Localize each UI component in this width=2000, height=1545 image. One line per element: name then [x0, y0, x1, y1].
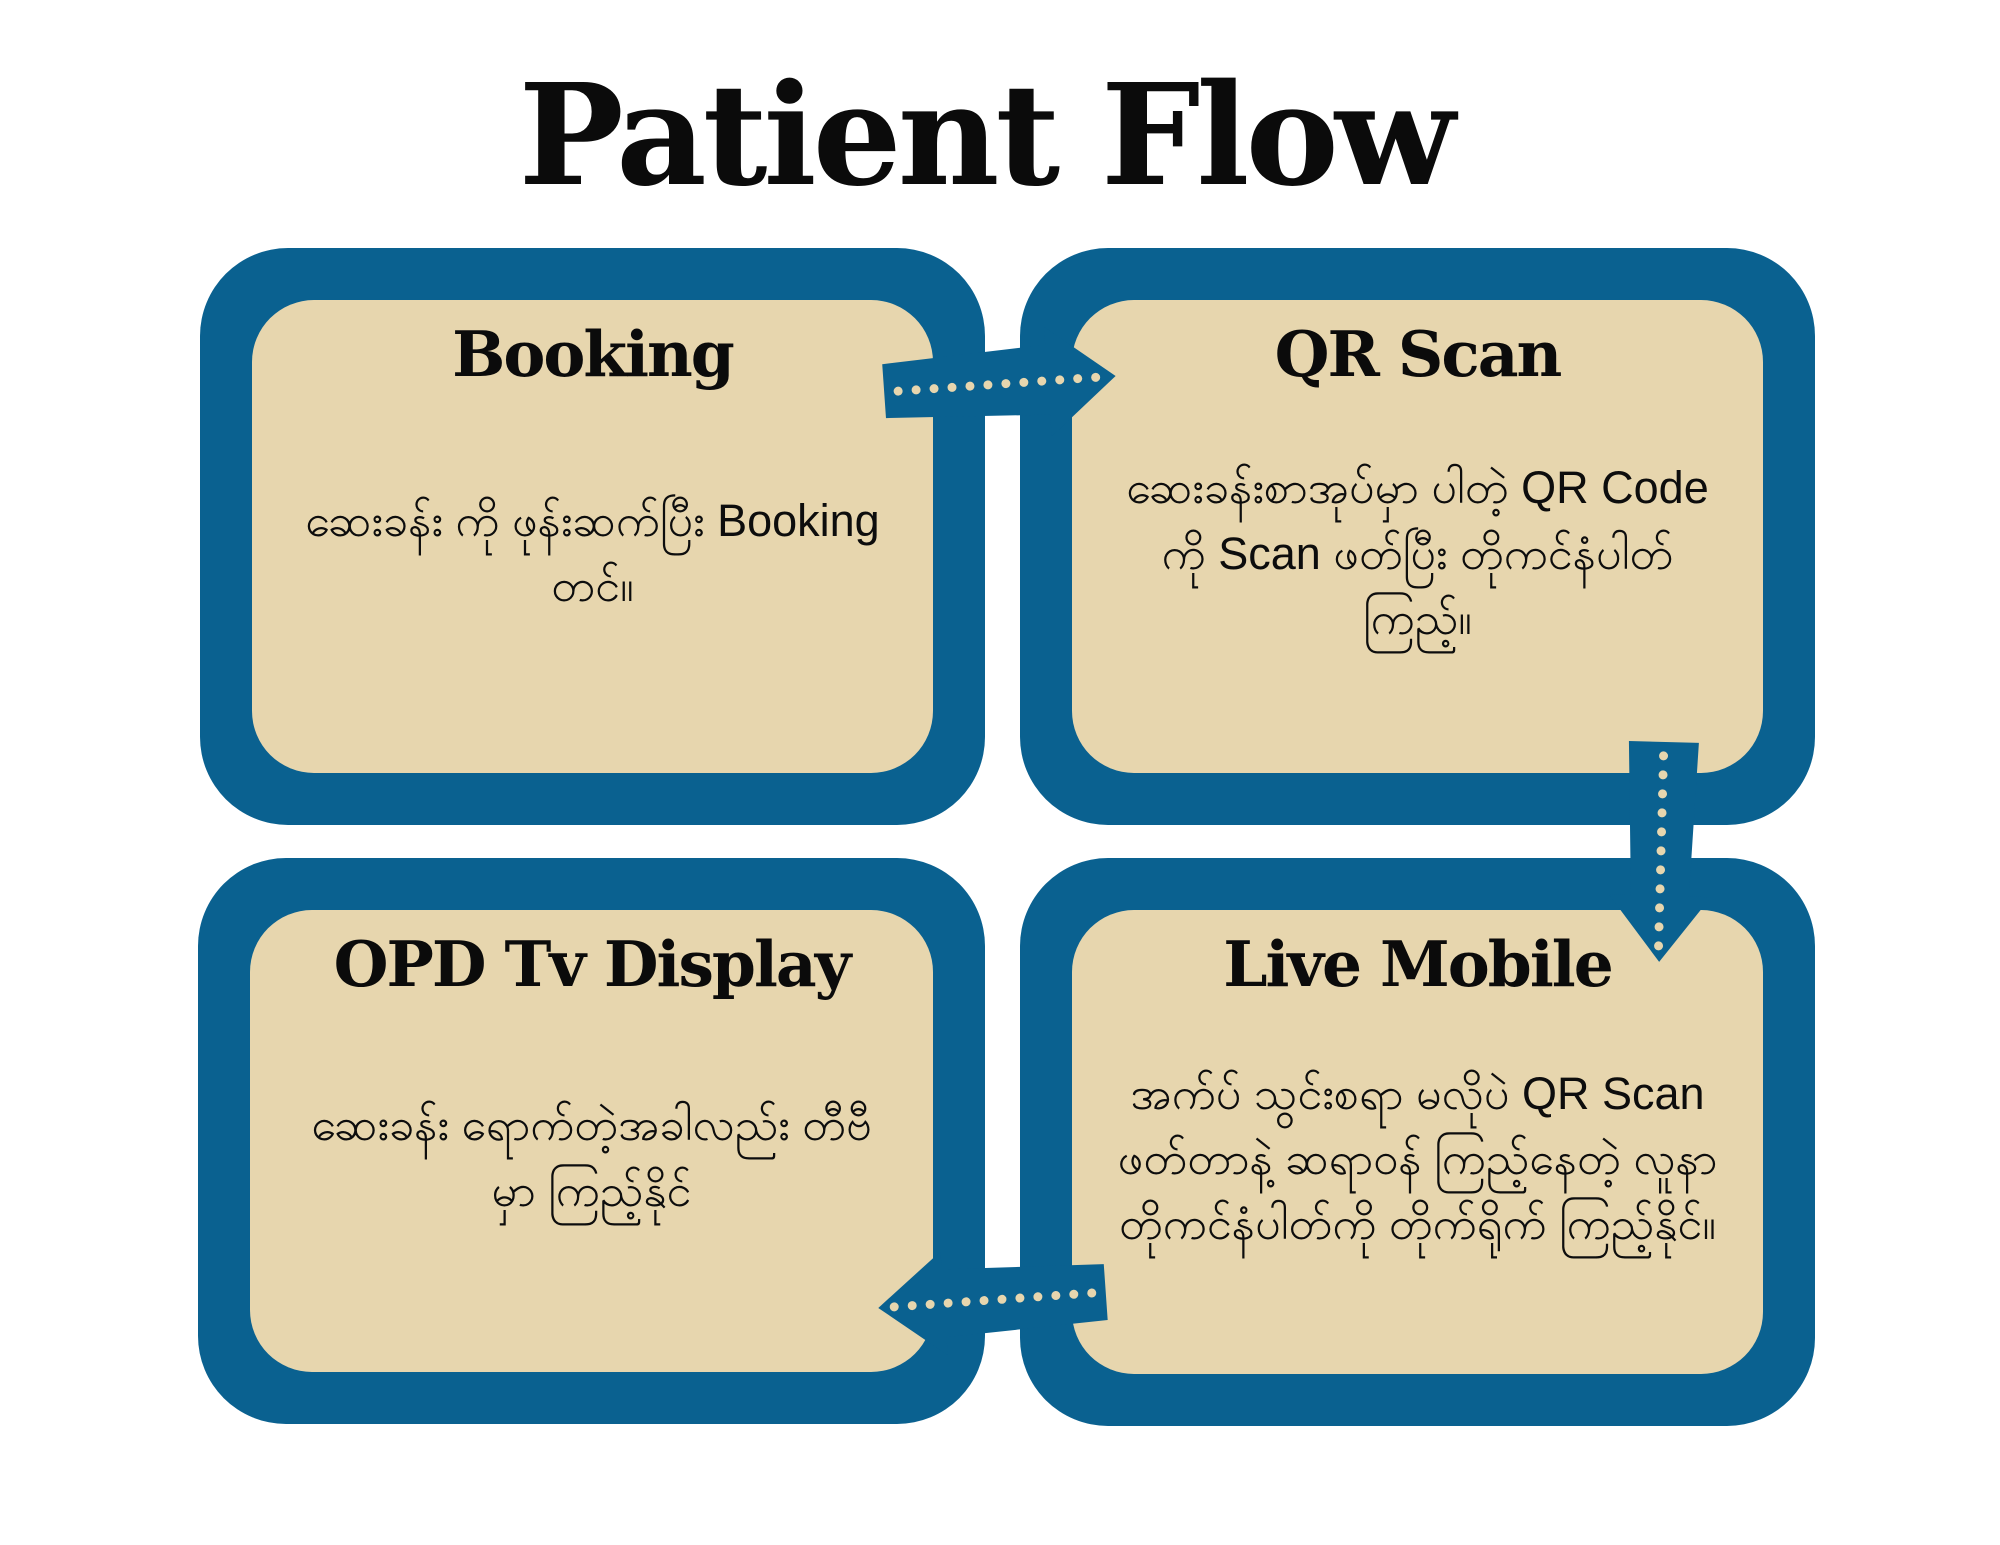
card-qr-scan: QR Scan ဆေးခန်းစာအုပ်မှာ ပါတဲ့ QR Code က…: [1020, 248, 1815, 825]
card-qr-scan-heading: QR Scan: [1274, 317, 1563, 391]
card-live-mobile-heading: Live Mobile: [1223, 927, 1614, 1001]
page-title: Patient Flow: [518, 54, 1456, 218]
card-booking: Booking ဆေးခန်း ကို ဖုန်းဆက်ပြီး Booking…: [200, 248, 985, 825]
card-qr-scan-text: ဆေးခန်းစာအုပ်မှာ ပါတဲ့ QR Code ကို Scan …: [1126, 462, 1709, 644]
card-booking-heading: Booking: [452, 317, 735, 391]
card-opd-tv-display-body: ဆေးခန်း ရောက်တဲ့အခါလည်း တီဗီ မှာ ကြည့်နိ…: [278, 999, 905, 1346]
card-opd-tv-display-text: ဆေးခန်း ရောက်တဲ့အခါလည်း တီဗီ မှာ ကြည့်နိ…: [311, 1099, 872, 1216]
card-booking-body: ဆေးခန်း ကို ဖုန်းဆက်ပြီး Booking တင်။: [280, 389, 905, 747]
card-qr-scan-inner: QR Scan ဆေးခန်းစာအုပ်မှာ ပါတဲ့ QR Code က…: [1072, 300, 1763, 773]
card-qr-scan-body: ဆေးခန်းစာအုပ်မှာ ပါတဲ့ QR Code ကို Scan …: [1100, 389, 1735, 747]
dotted-arrow-right-icon: [874, 310, 1128, 462]
card-opd-tv-display: OPD Tv Display ဆေးခန်း ရောက်တဲ့အခါလည်း တ…: [198, 858, 985, 1424]
card-live-mobile: Live Mobile အက်ပ် သွင်းစရာ မလိုပဲ QR Sca…: [1020, 858, 1815, 1426]
card-opd-tv-display-heading: OPD Tv Display: [333, 927, 852, 1001]
card-live-mobile-inner: Live Mobile အက်ပ် သွင်းစရာ မလိုပဲ QR Sca…: [1072, 910, 1763, 1374]
card-opd-tv-display-inner: OPD Tv Display ဆေးခန်း ရောက်တဲ့အခါလည်း တ…: [250, 910, 933, 1372]
dotted-arrow-down-icon: [1595, 736, 1736, 969]
card-live-mobile-text: အက်ပ် သွင်းစရာ မလိုပဲ QR Scan ဖတ်တာနဲ့ ဆ…: [1117, 1067, 1718, 1250]
card-live-mobile-body: အက်ပ် သွင်းစရာ မလိုပဲ QR Scan ဖတ်တာနဲ့ ဆ…: [1100, 999, 1735, 1348]
dotted-arrow-left-icon: [868, 1232, 1116, 1368]
card-booking-text: ဆေးခန်း ကို ဖုန်းဆက်ပြီး Booking တင်။: [305, 494, 880, 612]
card-booking-inner: Booking ဆေးခန်း ကို ဖုန်းဆက်ပြီး Booking…: [252, 300, 933, 773]
